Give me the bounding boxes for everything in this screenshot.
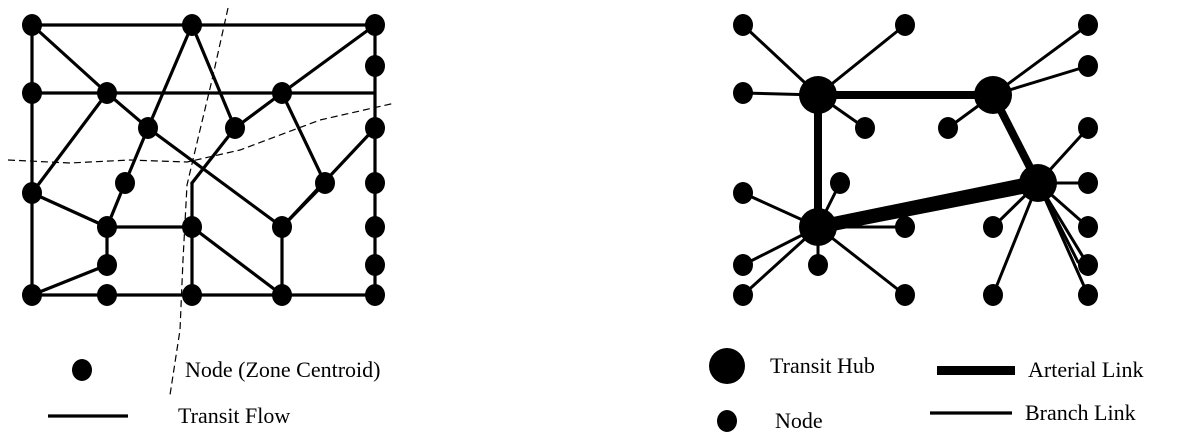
node (182, 284, 202, 306)
node (1078, 172, 1098, 194)
node (22, 14, 42, 36)
node (733, 254, 753, 276)
legend-hub-symbol (709, 348, 745, 384)
node (272, 284, 292, 306)
node (733, 82, 753, 104)
flow-link (30, 23, 109, 95)
node (365, 216, 385, 238)
transit-hub (799, 76, 837, 114)
right-network-diagram (733, 14, 1098, 306)
node (733, 182, 753, 204)
transit-hubs (799, 76, 1057, 246)
flow-link (280, 23, 377, 95)
node (1078, 55, 1098, 77)
branch-link (991, 181, 1040, 297)
node (315, 172, 335, 194)
legend-arterial-symbol (937, 366, 1015, 375)
zone-centroid-nodes (22, 14, 385, 306)
node (182, 216, 202, 238)
node (895, 284, 915, 306)
flow-link (30, 263, 109, 297)
flow-link (146, 23, 194, 130)
node (272, 82, 292, 104)
node (365, 14, 385, 36)
flow-link (190, 23, 237, 130)
transit-hub (1019, 164, 1057, 202)
flow-link (30, 191, 109, 229)
node (182, 14, 202, 36)
node (1078, 14, 1098, 36)
legend-flow-label: Transit Flow (178, 403, 290, 428)
node (1078, 216, 1098, 238)
node (733, 284, 753, 306)
flow-link (146, 126, 284, 229)
node (97, 254, 117, 276)
branch-link (991, 23, 1090, 97)
flow-link (190, 225, 284, 297)
node (365, 254, 385, 276)
node (22, 284, 42, 306)
node (97, 284, 117, 306)
flow-link (280, 91, 327, 185)
node (22, 82, 42, 104)
legend-node-symbol (717, 410, 737, 432)
node (365, 117, 385, 139)
node (1078, 254, 1098, 276)
legend-node-label: Node (Zone Centroid) (185, 357, 381, 382)
branch-links (741, 23, 1090, 297)
node (895, 14, 915, 36)
transit-flow-links (30, 23, 377, 297)
transit-hub (974, 76, 1012, 114)
boundary-line-horizontal (7, 102, 396, 164)
node (225, 117, 245, 139)
legend-branch-label: Branch Link (1025, 400, 1136, 425)
node (808, 254, 828, 276)
node (1078, 284, 1098, 306)
node (983, 216, 1003, 238)
node (272, 216, 292, 238)
node (115, 172, 135, 194)
node (138, 117, 158, 139)
flow-link (190, 126, 237, 185)
node (983, 284, 1003, 306)
node (733, 14, 753, 36)
flow-link (30, 91, 109, 195)
node (938, 117, 958, 139)
legend-hub-label: Transit Hub (770, 353, 875, 378)
legend-arterial-label: Arterial Link (1028, 357, 1143, 382)
left-legend: Node (Zone Centroid) Transit Flow (48, 357, 381, 428)
node (22, 182, 42, 204)
node (365, 55, 385, 77)
node (97, 216, 117, 238)
boundary-line-vertical (169, 7, 229, 396)
node (855, 117, 875, 139)
node (365, 284, 385, 306)
legend-node-label: Node (775, 408, 823, 433)
node (97, 82, 117, 104)
right-legend: Transit Hub Node Arterial Link Branch Li… (709, 348, 1143, 433)
legend-node-symbol (72, 359, 92, 381)
arterial-link (818, 175, 1038, 234)
node (365, 172, 385, 194)
left-network-diagram (7, 7, 396, 396)
arterial-links (814, 91, 1042, 234)
node (1078, 117, 1098, 139)
branch-nodes (733, 14, 1098, 306)
node (830, 172, 850, 194)
zone-boundary-lines (7, 7, 396, 396)
node (895, 216, 915, 238)
transit-hub (799, 208, 837, 246)
